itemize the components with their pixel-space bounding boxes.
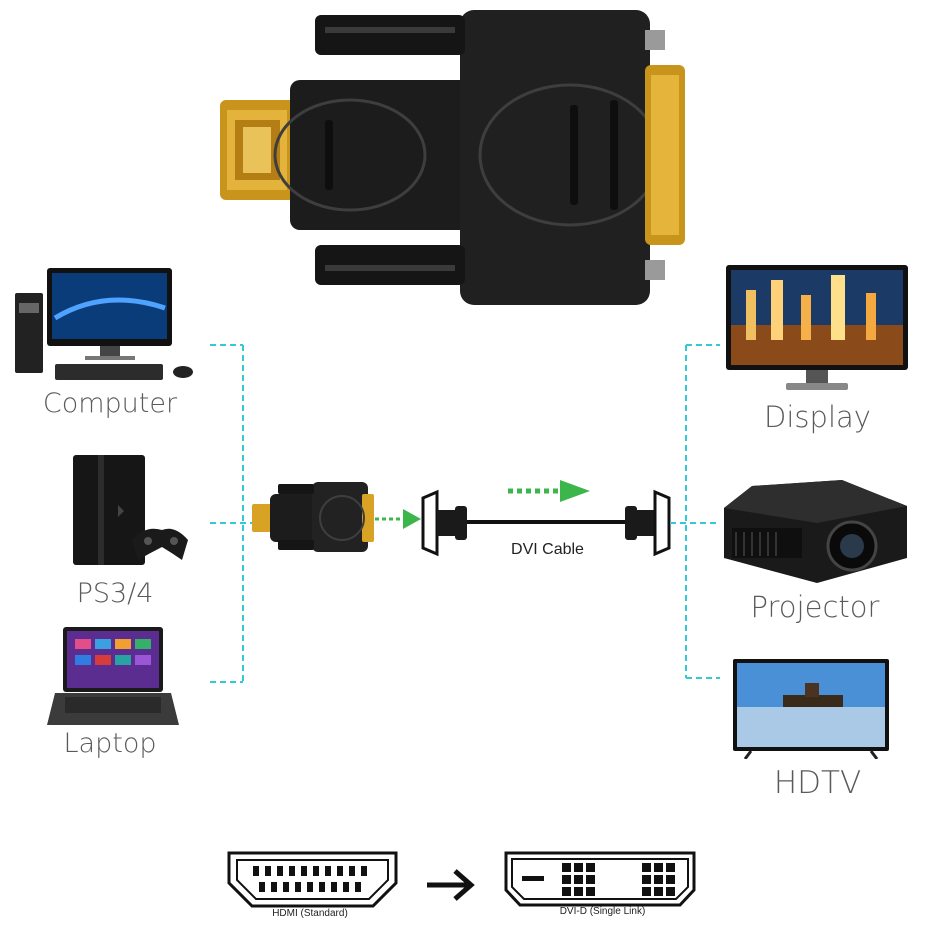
ps-label: PS3/4: [76, 578, 154, 609]
computer-icon: [15, 268, 193, 380]
hdtv-label: HDTV: [773, 765, 862, 801]
dvi-cable-image: [421, 489, 671, 557]
projector-label: Projector: [750, 590, 880, 624]
hdtv-icon: [733, 659, 889, 759]
playstation-icon: [73, 455, 188, 565]
hdmi-port-icon: [227, 851, 398, 908]
laptop-icon: [47, 627, 179, 725]
hdmi-port-label: HDMI (Standard): [272, 908, 348, 919]
display-monitor-icon: [726, 265, 908, 390]
projector-icon: [724, 480, 907, 583]
hdmi-dvi-adapter-image: [220, 10, 685, 305]
dvi-port-label: DVI-D (Single Link): [559, 906, 646, 917]
right-dashed-bracket: [670, 344, 720, 679]
computer-label: Computer: [42, 388, 178, 419]
laptop-label: Laptop: [63, 728, 157, 759]
dvi-port-icon: [504, 851, 696, 907]
display-label: Display: [764, 400, 871, 434]
green-arrow-icon: [375, 509, 421, 529]
arrow-right-icon: [427, 869, 475, 901]
green-arrow-upper-icon: [508, 480, 590, 502]
left-dashed-bracket: [210, 344, 260, 683]
dvi-cable-label: DVI Cable: [511, 541, 584, 558]
small-adapter-image: [252, 482, 374, 552]
